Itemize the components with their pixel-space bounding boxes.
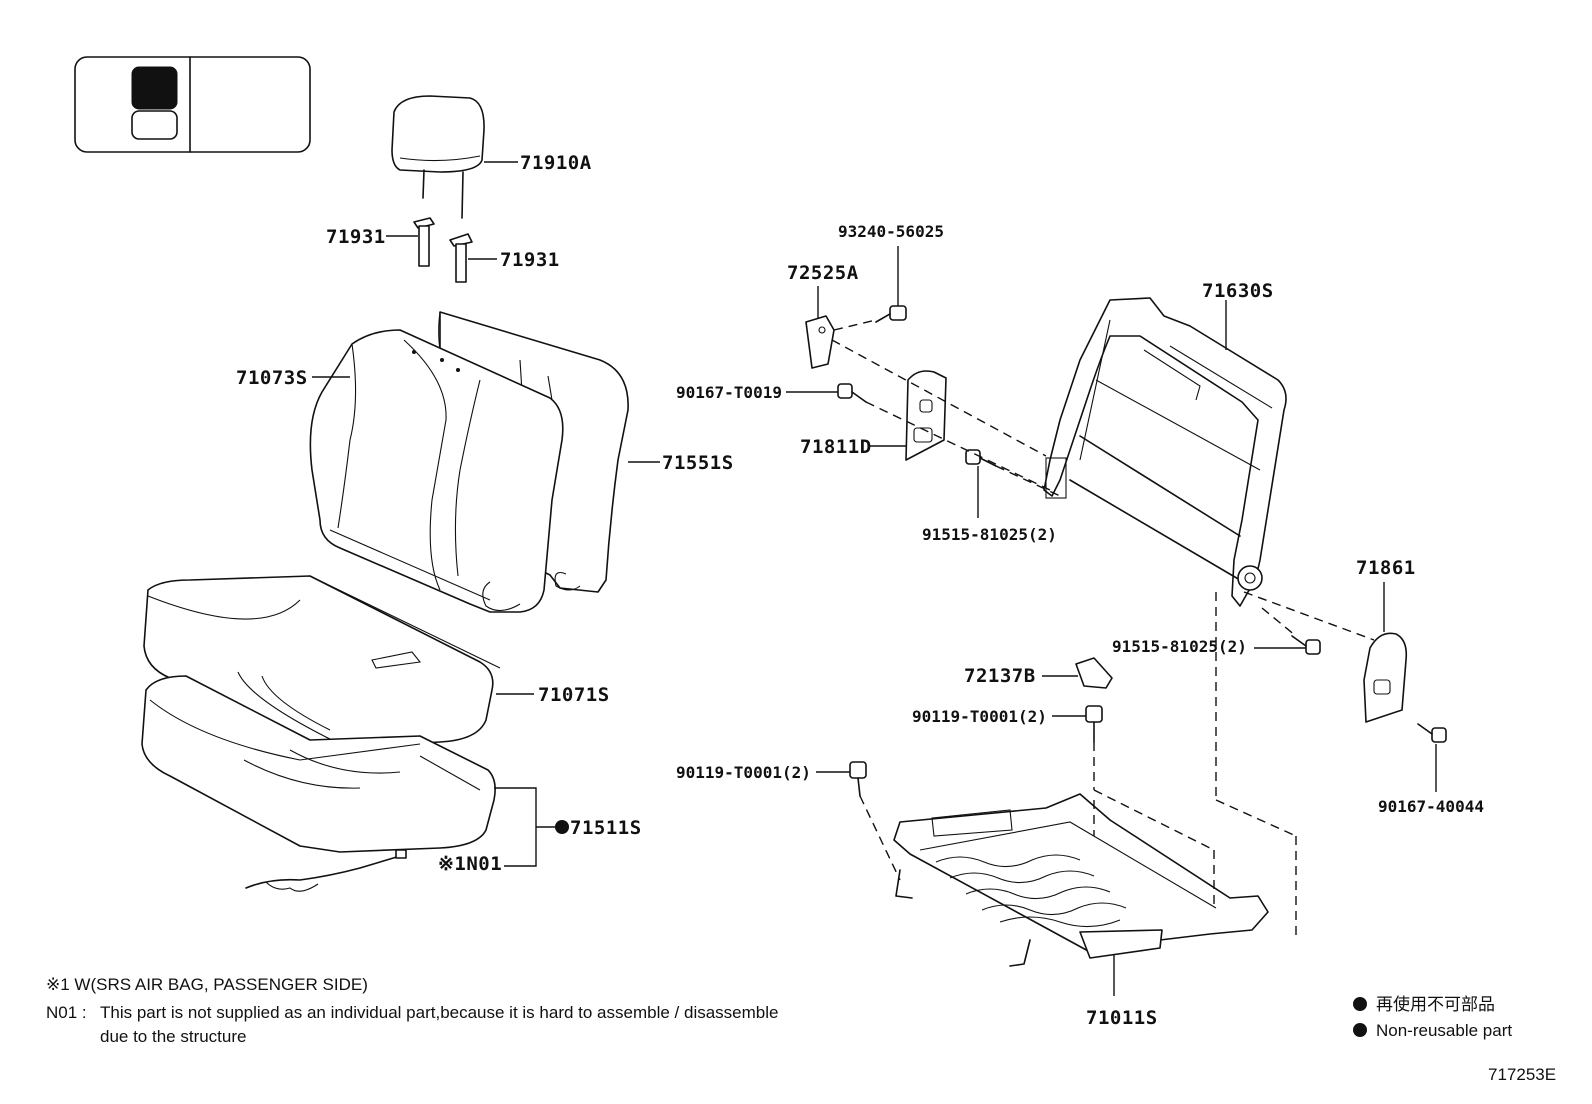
headrest-support-right-icon	[449, 233, 473, 283]
bolt-90119-left-icon	[849, 761, 867, 797]
part-label-71811D: 71811D	[800, 436, 872, 458]
non-reusable-bullet-icon	[555, 820, 569, 834]
seatback-frame-icon	[1043, 297, 1287, 607]
legend-bullet-icon	[1353, 997, 1367, 1011]
wire-harness-icon	[245, 849, 407, 892]
legend-bullet-icon	[1353, 1023, 1367, 1037]
empty-swatch-icon	[131, 110, 178, 140]
headrest-support-left-icon	[413, 217, 435, 267]
seat-frame-icon	[893, 793, 1269, 967]
part-label-71630S: 71630S	[1202, 280, 1274, 302]
screw-90167-T0019-icon	[837, 383, 867, 403]
footnote-srs: ※1 W(SRS AIR BAG, PASSENGER SIDE)	[46, 975, 368, 994]
part-label-91515-81025-upper: 91515-81025(2)	[922, 525, 1057, 544]
part-label-90119-T0001-left: 90119-T0001(2)	[676, 763, 811, 782]
bolt-90119-right-icon	[1085, 705, 1103, 743]
hinge-cover-71861-icon	[1363, 632, 1408, 723]
part-label-71073S: 71073S	[236, 367, 308, 389]
part-label-N01: ※1N01	[438, 853, 502, 875]
part-label-93240-56025: 93240-56025	[838, 222, 944, 241]
clip-72137B-icon	[1075, 657, 1113, 689]
part-label-71511S: 71511S	[570, 817, 642, 839]
bolt-91515-upper-icon	[965, 449, 997, 467]
part-label-90119-T0001-right: 90119-T0001(2)	[912, 707, 1047, 726]
footnote-n01-prefix: N01 :	[46, 1003, 87, 1022]
part-label-71011S: 71011S	[1086, 1007, 1158, 1029]
legend-box	[74, 56, 311, 153]
headrest-icon	[391, 95, 485, 219]
assembly-guide-lines	[831, 319, 1375, 940]
part-label-71861: 71861	[1356, 557, 1416, 579]
part-label-71910A: 71910A	[520, 152, 592, 174]
part-label-90167-T0019: 90167-T0019	[676, 383, 782, 402]
hinge-cover-71811D-icon	[905, 370, 947, 461]
part-label-71071S: 71071S	[538, 684, 610, 706]
seat-cushion-pad-icon	[141, 675, 496, 853]
screw-93240-icon	[875, 305, 907, 323]
part-label-72137B: 72137B	[964, 665, 1036, 687]
part-label-71931-left: 71931	[326, 226, 386, 248]
filled-swatch-icon	[131, 66, 178, 110]
legend-jp-label: 再使用不可部品	[1376, 994, 1495, 1014]
bolt-91515-lower-icon	[1291, 635, 1321, 655]
footnote-n01-line1: This part is not supplied as an individu…	[100, 1003, 778, 1022]
screw-90167-40044-icon	[1417, 723, 1447, 743]
part-label-71931-right: 71931	[500, 249, 560, 271]
cover-72525A-icon	[805, 315, 835, 369]
diagram-id: 717253E	[1488, 1065, 1556, 1084]
seatback-cover-icon	[309, 329, 564, 613]
part-label-71551S: 71551S	[662, 452, 734, 474]
part-label-72525A: 72525A	[787, 262, 859, 284]
part-label-90167-40044: 90167-40044	[1378, 797, 1484, 816]
legend-en-label: Non-reusable part	[1376, 1021, 1512, 1040]
part-label-91515-81025-lower: 91515-81025(2)	[1112, 637, 1247, 656]
footnote-n01-line2: due to the structure	[100, 1027, 246, 1046]
